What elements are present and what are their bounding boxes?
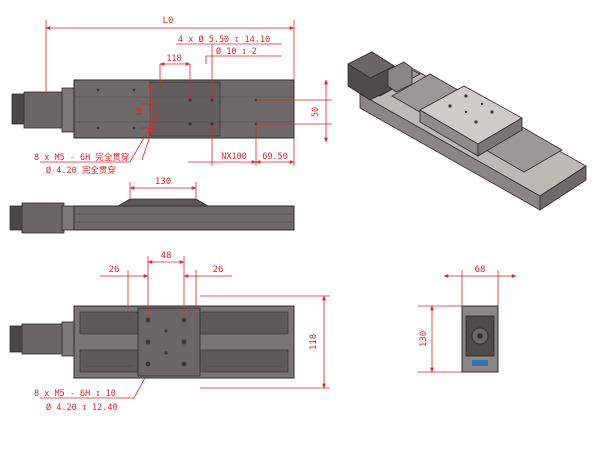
bottom-cover-right-bottom: [199, 349, 289, 373]
top-motor-coupler: [61, 87, 75, 133]
label-nx100: NX100: [221, 152, 247, 162]
label-48: 48: [161, 251, 172, 261]
bottom-cover-right-top: [199, 311, 289, 335]
label-69-50: 69.50: [262, 152, 288, 162]
label-l0: L0: [163, 16, 174, 26]
iso-motor-flange: [387, 61, 413, 93]
side-carriage: [116, 198, 210, 207]
iso-carriage-side: [477, 117, 523, 157]
bottom-view: [9, 305, 295, 379]
end-view: [461, 305, 499, 373]
top-view: [11, 79, 295, 139]
bottom-view-dimensions: [40, 256, 330, 399]
label-hole-spec-1: 4 x Ø 5.50 ↧ 14.10: [178, 34, 270, 45]
label-118-bottom: 118: [309, 334, 319, 350]
isometric-view: [347, 51, 587, 211]
end-view-labels: 68 130: [419, 265, 485, 347]
side-view: [9, 198, 295, 234]
top-view-labels: L0 4 x Ø 5.50 ↧ 14.10 Ø 10 ↧ 2 118 50 NX…: [34, 16, 321, 176]
end-label-plate: [472, 360, 488, 366]
label-thread-spec-top-1: 8 x M5 - 6H 完全贯穿: [34, 152, 129, 163]
label-50: 50: [311, 107, 321, 117]
label-40: 40: [135, 107, 144, 117]
label-hole-spec-2: Ø 10 ↧ 2: [216, 46, 257, 57]
side-view-dimensions: [129, 182, 197, 200]
bottom-cover-left-bottom: [79, 349, 141, 373]
label-thread-spec-bottom-1: 8 x M5 - 6H ↧ 10: [34, 389, 116, 399]
top-view-dimensions: [40, 20, 332, 166]
label-118-top: 118: [166, 54, 181, 64]
label-thread-spec-bottom-2: Ø 4.20 ↧ 12.40: [46, 402, 118, 413]
end-view-dimensions: [418, 270, 517, 373]
side-body: [73, 205, 295, 231]
bottom-motor-body: [21, 323, 65, 355]
iso-body-side: [539, 165, 587, 211]
label-26-right: 26: [213, 265, 224, 275]
label-thread-spec-top-2: Ø 4.20 完全贯穿: [46, 165, 116, 176]
bottom-plate-holes: [145, 317, 187, 367]
thread-leader-top: [40, 109, 161, 163]
iso-motor-top: [347, 51, 395, 79]
bottom-view-labels: 48 26 26 118 8 x M5 - 6H ↧ 10 Ø 4.20 ↧ 1…: [34, 251, 319, 413]
thread-leader-bottom: [40, 375, 147, 399]
label-130-end: 130: [419, 331, 429, 347]
label-26-left: 26: [109, 265, 120, 275]
top-carriage: [149, 81, 221, 137]
iso-carriage-holes: [448, 94, 494, 124]
label-130-side: 130: [155, 177, 171, 187]
bottom-motor-coupler: [61, 321, 75, 357]
bottom-cover-left-top: [79, 311, 141, 335]
side-motor-body: [21, 202, 65, 234]
label-68: 68: [475, 265, 486, 275]
side-motor-coupler: [61, 205, 75, 231]
top-motor-body: [23, 91, 65, 129]
